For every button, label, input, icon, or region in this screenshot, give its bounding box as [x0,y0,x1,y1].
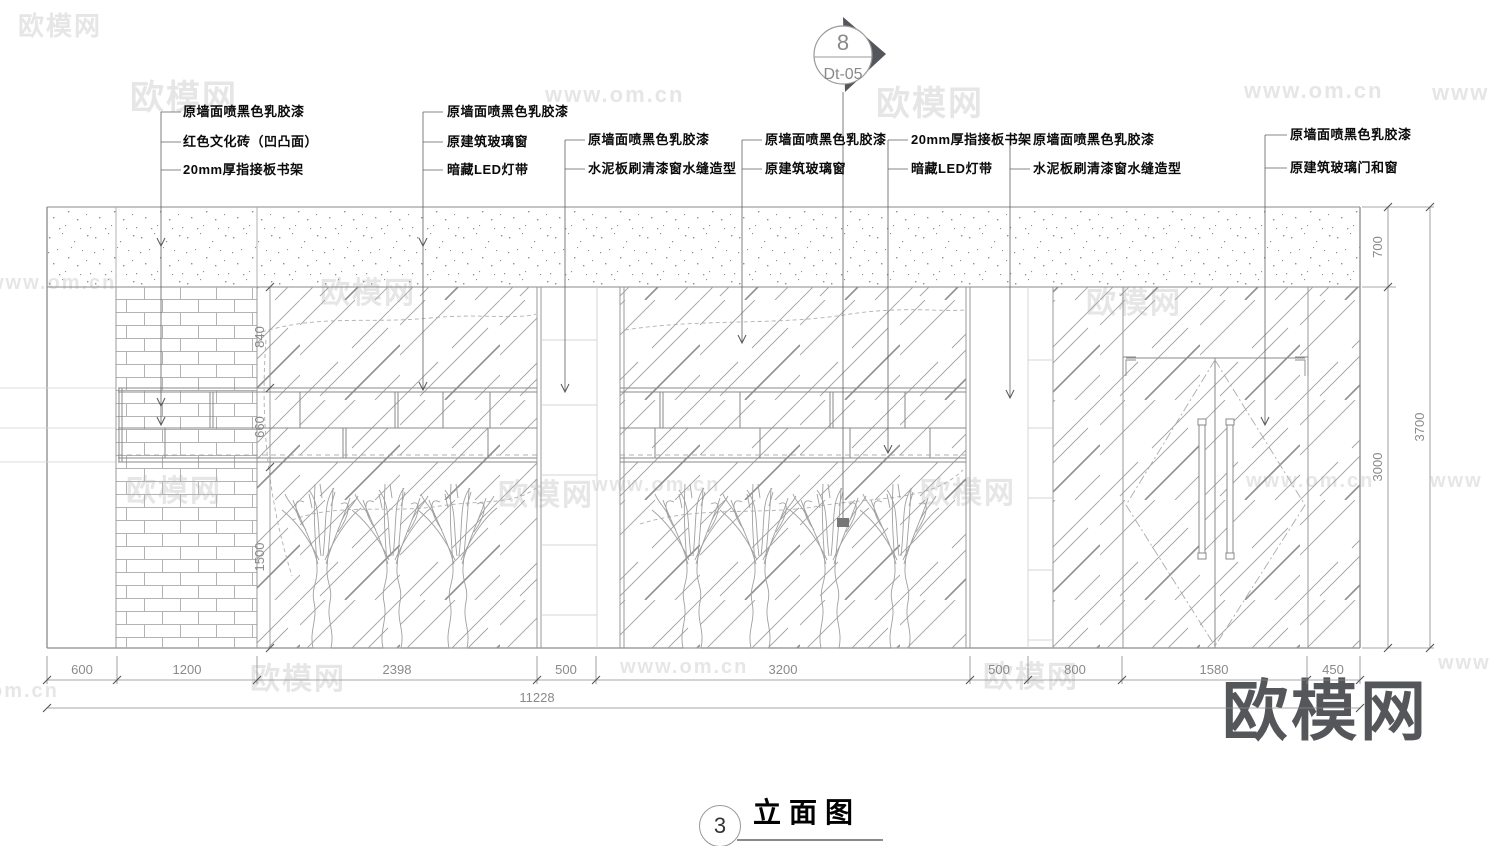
pier-joint-lines [596,287,1029,648]
watermark-text: 欧模网 [876,85,984,123]
dimension-ticks [42,202,1435,713]
watermark-text: www.om.cn [545,82,685,107]
watermark-text: 欧模网 [250,663,346,696]
dim-500b: 500 [988,662,1010,677]
annotation-label: 原建筑玻璃窗 [447,134,529,149]
dim-840: 840 [252,326,267,348]
door-patch-fittings [1122,356,1309,376]
window-frames [536,287,1054,648]
glass-window-2 [620,287,966,648]
annotation-label: 水泥板刷清漆窗水缝造型 [588,161,737,176]
dashed-contours [261,309,966,577]
drawing-title: 立面图 [753,797,862,828]
detail-marker-code: Dt-05 [823,66,862,83]
annotation-label: 原墙面喷黑色乳胶漆 [183,104,305,119]
glass-door-section [1053,287,1360,648]
glass-door [1122,287,1309,648]
watermark-text: www [1438,652,1491,674]
drawing-number-bubble: 3 [699,805,741,846]
dim-total-11228: 11228 [519,690,554,705]
brick-wall [115,287,258,648]
dim-700: 700 [1370,236,1385,258]
watermark-text: www.om.cn [1244,78,1384,103]
annotation-label: 水泥板刷清漆窗水缝造型 [1033,161,1182,176]
left-extension-lines [0,387,116,463]
annotation-label: 红色文化砖（凹凸面） [183,134,319,149]
watermark-text: 欧模网 [130,79,238,117]
annotation-label: 20mm厚指接板书架 [183,162,304,177]
dim-500a: 500 [555,662,577,677]
annotation-label: 原墙面喷黑色乳胶漆 [1290,127,1412,142]
dim-2398: 2398 [383,662,412,677]
annotation-label: 原墙面喷黑色乳胶漆 [588,132,710,147]
dim-1500: 1500 [252,543,267,572]
watermark-text: www.om.cn [620,656,749,678]
annotation-label: 原墙面喷黑色乳胶漆 [447,104,569,119]
watermark-text: www [1430,470,1483,492]
dim-660: 660 [252,416,267,438]
dim-3700: 3700 [1412,413,1427,442]
annotation-label: 暗藏LED灯带 [447,162,529,177]
dim-450: 450 [1322,662,1344,677]
concrete-band [47,206,1360,288]
annotation-label: 原建筑玻璃窗 [765,161,847,176]
cement-board-grooves [541,339,1053,641]
dim-3200: 3200 [769,662,798,677]
annotation-label: 原墙面喷黑色乳胶漆 [765,132,887,147]
leader-lines [160,92,1287,518]
leader-end-box [837,518,849,527]
site-logo-watermark: 欧模网 [1222,674,1429,748]
watermark-text: 欧模网 [18,11,103,41]
door-swing-lines [1125,359,1306,647]
annotation-label: 暗藏LED灯带 [911,161,993,176]
dim-800: 800 [1064,662,1086,677]
watermark-text: om.cn [0,680,59,702]
title-underline [737,839,883,841]
dim-600: 600 [71,662,93,677]
annotation-label: 原墙面喷黑色乳胶漆 [1033,132,1155,147]
dim-3000: 3000 [1370,453,1385,482]
detail-marker: 8 Dt-05 [813,17,886,92]
annotation-label: 原建筑玻璃门和窗 [1290,160,1399,175]
detail-marker-number: 8 [837,30,849,55]
dimension-texts: 600 1200 2398 500 3200 500 800 1580 450 … [71,236,1427,705]
dimension-lines [46,206,1434,709]
watermark-text: www [1432,80,1490,105]
dim-1580: 1580 [1200,662,1229,677]
annotation-label: 20mm厚指接板书架 [911,132,1032,147]
leader-arrows [156,237,1270,455]
door-handle [1197,418,1235,560]
bookshelf [118,387,966,463]
glass-window-1 [257,287,537,648]
dim-1200: 1200 [173,662,202,677]
